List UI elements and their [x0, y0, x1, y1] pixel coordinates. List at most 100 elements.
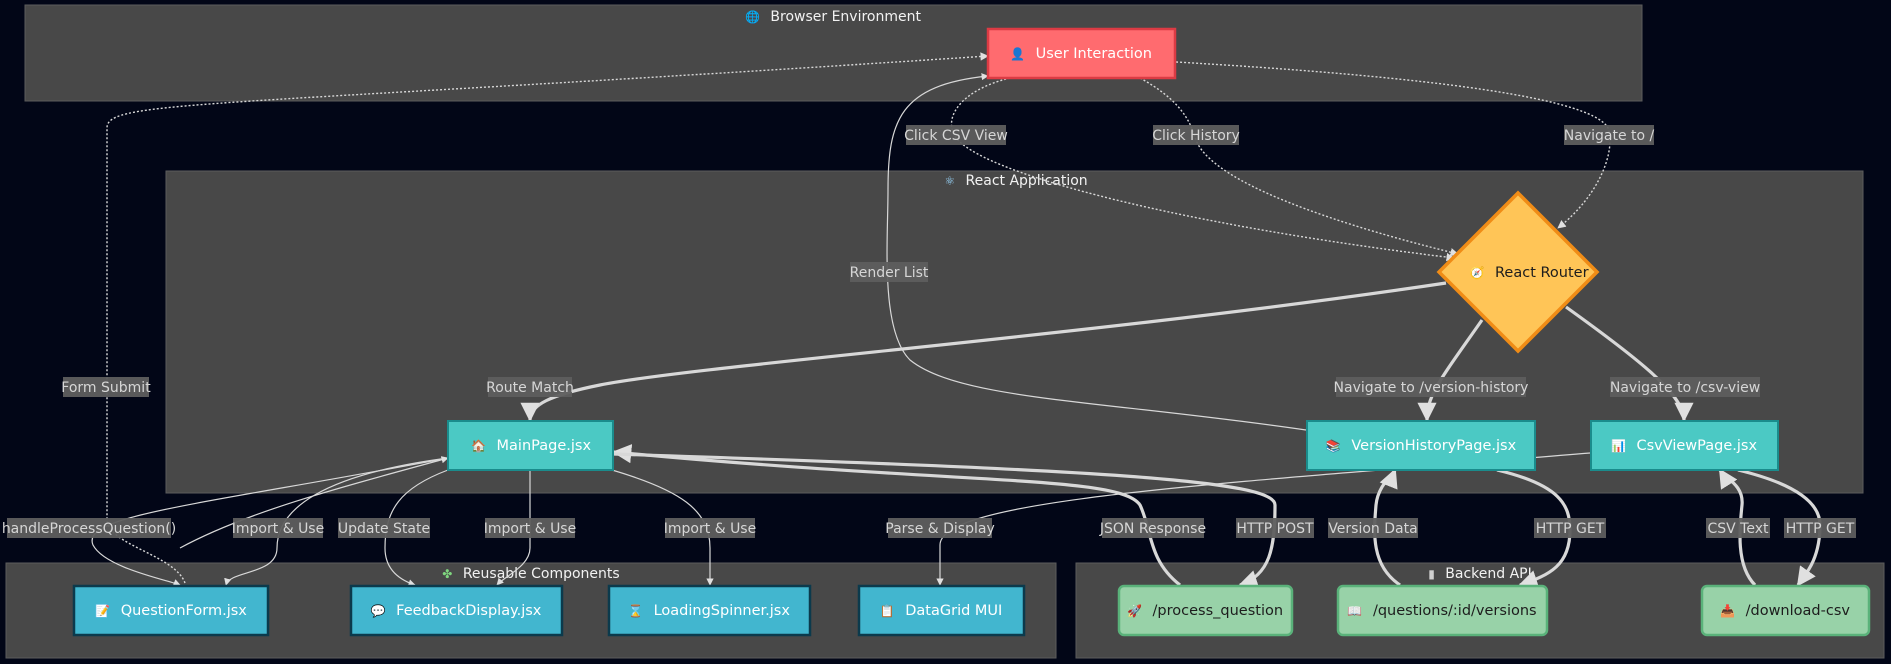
- svg-text:Version Data: Version Data: [1328, 521, 1417, 537]
- edge-http-post: [613, 452, 1277, 589]
- svg-text:📖 /questions/:id/versio: 📖 /questions/:id/versions: [1347, 603, 1536, 619]
- svg-text:💬 FeedbackDisplay.jsx: 💬 FeedbackDisplay.jsx: [371, 603, 542, 619]
- edge-label-parse-display: Parse & Display: [885, 518, 995, 538]
- svg-text:▮ Backend API: ▮ Backend API: [1428, 566, 1532, 582]
- node-download-csv-endpoint[interactable]: 📥 /download-csv: [1700, 584, 1871, 637]
- edge-csv-text: [1718, 468, 1757, 587]
- svg-text:Parse & Display: Parse & Display: [885, 521, 994, 537]
- edge-version-data: [1373, 468, 1401, 587]
- svg-text:Navigate to /version-history: Navigate to /version-history: [1334, 380, 1529, 396]
- svg-text:Navigate to /: Navigate to /: [1564, 128, 1655, 144]
- svg-text:CSV Text: CSV Text: [1707, 521, 1769, 537]
- svg-text:HTTP POST: HTTP POST: [1236, 521, 1314, 537]
- svg-text:⚛ React Application: ⚛ React Application: [944, 173, 1087, 189]
- speech-bubble-icon: 💬: [371, 604, 386, 618]
- node-process-question-endpoint[interactable]: 🚀 /process_question: [1117, 584, 1294, 637]
- edge-update-state: [179, 456, 449, 549]
- node-main-page[interactable]: 🏠 MainPage.jsx: [447, 420, 614, 471]
- edge-label-csv-text: CSV Text: [1706, 518, 1770, 538]
- cluster-browser-environment: 🌐 Browser Environment: [24, 4, 1643, 102]
- atom-icon: ⚛: [944, 174, 955, 188]
- edge-label-render-list: Render List: [850, 262, 929, 282]
- svg-text:🌐 Browser Environment: 🌐 Browser Environment: [745, 9, 921, 25]
- edge-label-click-history: Click History: [1152, 125, 1240, 145]
- edge-label-click-csv-view: Click CSV View: [904, 125, 1008, 145]
- globe-icon: 🌐: [745, 10, 760, 24]
- node-user-interaction[interactable]: 👤 User Interaction: [986, 27, 1177, 80]
- edge-label-route-match: Route Match: [486, 377, 574, 397]
- edge-form-submit: [106, 52, 989, 584]
- svg-text:Navigate to /csv-view: Navigate to /csv-view: [1610, 380, 1760, 396]
- edge-label-http-get-versions: HTTP GET: [1534, 518, 1606, 538]
- node-version-history-page[interactable]: 📚 VersionHistoryPage.jsx: [1306, 420, 1536, 471]
- cluster-title-browser: Browser Environment: [770, 9, 921, 25]
- edge-label-http-post: HTTP POST: [1236, 518, 1314, 538]
- cluster-title-react: React Application: [966, 173, 1088, 189]
- svg-text:⌛ LoadingSpinner.jsx: ⌛ LoadingSpinner.jsx: [628, 603, 790, 619]
- svg-text:JSON Response: JSON Response: [1099, 521, 1206, 537]
- edge-update-state-to-feedback: [384, 469, 449, 587]
- svg-text:Import & Use: Import & Use: [232, 521, 324, 537]
- edge-navigate-root: [1175, 61, 1611, 229]
- puzzle-icon: ✤: [442, 567, 452, 581]
- edge-label-update-state: Update State: [338, 518, 430, 538]
- cluster-title-backend: Backend API: [1445, 566, 1531, 582]
- svg-text:Import & Use: Import & Use: [664, 521, 756, 537]
- svg-text:Route Match: Route Match: [486, 380, 574, 396]
- edge-label-form-submit: Form Submit: [61, 377, 151, 397]
- edge-label-navigate-root: Navigate to /: [1564, 125, 1655, 145]
- svg-text:Form Submit: Form Submit: [61, 380, 151, 396]
- house-icon: 🏠: [471, 439, 486, 453]
- rocket-icon: 🚀: [1127, 604, 1142, 618]
- edge-label-navigate-csv-view: Navigate to /csv-view: [1610, 377, 1760, 397]
- node-question-form[interactable]: 📝 QuestionForm.jsx: [72, 584, 270, 637]
- svg-text:Update State: Update State: [338, 521, 430, 537]
- edge-json-response: [612, 444, 1181, 587]
- svg-text:handleProcessQuestion(): handleProcessQuestion(): [2, 521, 176, 537]
- node-data-grid[interactable]: 📋 DataGrid MUI: [857, 584, 1026, 637]
- node-react-router[interactable]: 🧭 React Router: [1436, 190, 1600, 354]
- svg-text:🏠 MainPage.jsx: 🏠 MainPage.jsx: [471, 438, 591, 454]
- edge-label-version-data: Version Data: [1328, 518, 1418, 538]
- edge-import-use-spinner: [611, 469, 714, 586]
- node-versions-endpoint[interactable]: 📖 /questions/:id/versions: [1336, 584, 1549, 637]
- edge-click-csv-view: [950, 77, 1455, 262]
- edge-label-json-response: JSON Response: [1099, 518, 1206, 538]
- edge-label-http-get-csv: HTTP GET: [1784, 518, 1856, 538]
- edge-navigate-csv-view: [1565, 305, 1694, 422]
- node-feedback-display[interactable]: 💬 FeedbackDisplay.jsx: [349, 584, 564, 637]
- books-icon: 📚: [1326, 439, 1341, 453]
- server-icon: ▮: [1428, 567, 1435, 581]
- svg-text:📝 QuestionForm.jsx: 📝 QuestionForm.jsx: [95, 603, 247, 619]
- download-icon: 📥: [1720, 604, 1735, 618]
- edge-render-list: [886, 73, 1307, 431]
- svg-text:🚀 /process_question: 🚀 /process_question: [1127, 603, 1283, 619]
- edge-label-import-use-form: Import & Use: [232, 518, 324, 538]
- svg-text:📊 CsvViewPage.jsx: 📊 CsvViewPage.jsx: [1611, 438, 1758, 454]
- svg-text:Import & Use: Import & Use: [484, 521, 576, 537]
- node-csv-view-page[interactable]: 📊 CsvViewPage.jsx: [1590, 420, 1779, 471]
- edge-label-import-use-spinner: Import & Use: [664, 518, 756, 538]
- compass-icon: 🧭: [1469, 266, 1484, 280]
- edge-label-navigate-version-history: Navigate to /version-history: [1334, 377, 1529, 397]
- svg-text:🧭 React Router: 🧭 React Router: [1469, 265, 1588, 281]
- svg-text:📋 DataGrid MUI: 📋 DataGrid MUI: [880, 603, 1003, 619]
- svg-text:Render List: Render List: [850, 265, 929, 281]
- edge-label-handle-process-question: handleProcessQuestion(): [2, 518, 176, 538]
- bar-chart-icon: 📊: [1611, 439, 1626, 453]
- memo-icon: 📝: [95, 604, 110, 618]
- svg-text:HTTP GET: HTTP GET: [1536, 521, 1605, 537]
- svg-text:HTTP GET: HTTP GET: [1786, 521, 1855, 537]
- edge-labels: Click CSV View Click History Navigate to…: [2, 125, 1856, 538]
- book-icon: 📖: [1347, 604, 1362, 618]
- user-icon: 👤: [1010, 47, 1025, 61]
- edge-label-import-use-feedback: Import & Use: [484, 518, 576, 538]
- svg-text:Click History: Click History: [1152, 128, 1240, 144]
- cluster-title-reusable: Reusable Components: [463, 566, 620, 582]
- node-loading-spinner[interactable]: ⌛ LoadingSpinner.jsx: [607, 584, 812, 637]
- clipboard-icon: 📋: [880, 604, 895, 618]
- svg-text:📚 VersionHistoryPage.js: 📚 VersionHistoryPage.jsx: [1326, 438, 1517, 454]
- svg-text:✤ Reusable Components: ✤ Reusable Components: [442, 566, 619, 582]
- svg-text:👤 User Interaction: 👤 User Interaction: [1010, 46, 1152, 62]
- hourglass-icon: ⌛: [628, 604, 643, 618]
